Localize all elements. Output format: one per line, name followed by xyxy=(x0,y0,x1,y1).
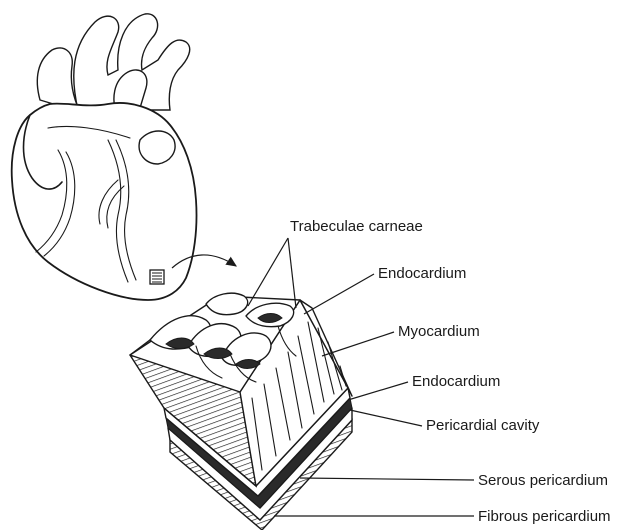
label-trabeculae-text: Trabeculae carneae xyxy=(290,218,423,235)
heart-illustration xyxy=(12,14,197,300)
label-myocardium: Myocardium xyxy=(322,323,480,356)
leader-endocardium-top xyxy=(304,274,374,314)
heart-body xyxy=(12,103,197,300)
sample-region-marker xyxy=(150,270,164,284)
label-myocardium-text: Myocardium xyxy=(398,323,480,340)
label-fibrous-pericardium: Fibrous pericardium xyxy=(274,508,611,525)
label-serous-pericardium-text: Serous pericardium xyxy=(478,472,608,489)
label-pericardial-cavity-text: Pericardial cavity xyxy=(426,417,540,434)
leader-myocardium xyxy=(322,332,394,356)
leader-trabeculae-a xyxy=(248,238,288,306)
label-endocardium-top-text: Endocardium xyxy=(378,265,466,282)
left-atrial-appendage xyxy=(139,131,175,164)
label-trabeculae-carneae: Trabeculae carneae xyxy=(248,218,423,308)
label-endocardium-lower: Endocardium xyxy=(348,373,500,400)
leader-pericardial-cavity xyxy=(350,410,422,426)
label-pericardial-cavity: Pericardial cavity xyxy=(350,410,540,434)
label-endocardium-lower-text: Endocardium xyxy=(412,373,500,390)
leader-endocardium-lower xyxy=(348,382,408,400)
label-fibrous-pericardium-text: Fibrous pericardium xyxy=(478,508,611,525)
leader-trabeculae-b xyxy=(288,238,296,308)
heart-wall-section xyxy=(130,293,352,530)
label-endocardium-top: Endocardium xyxy=(304,265,466,314)
leader-serous-pericardium xyxy=(300,478,474,480)
label-serous-pericardium: Serous pericardium xyxy=(300,472,608,489)
